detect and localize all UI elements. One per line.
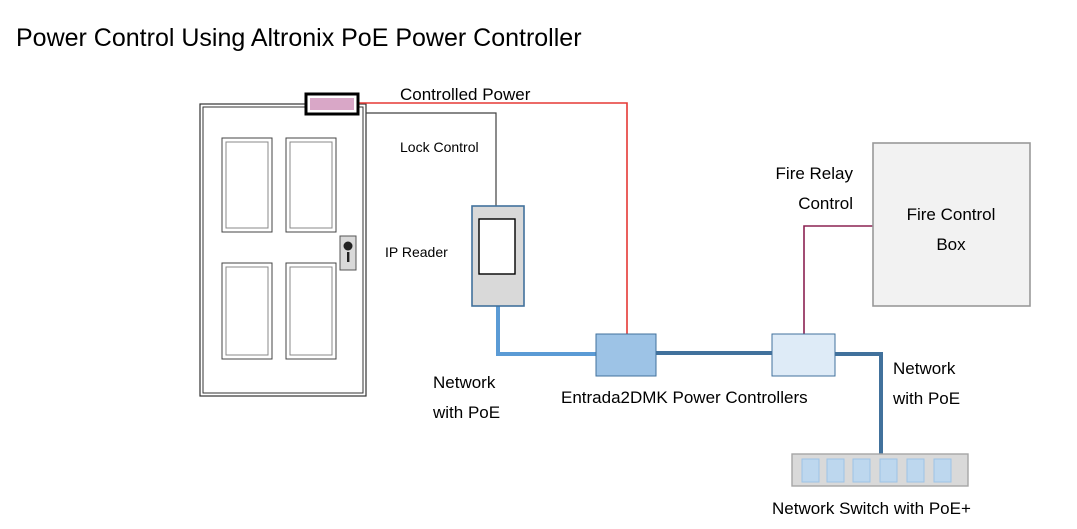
fire-relay-label-line2: Control bbox=[798, 194, 853, 213]
switch-port bbox=[852, 458, 871, 483]
network-switch bbox=[791, 453, 969, 487]
switch-port bbox=[933, 458, 952, 483]
reader-network-wire bbox=[496, 306, 596, 356]
switch-port bbox=[801, 458, 820, 483]
door-knob-icon bbox=[339, 235, 357, 271]
network-switch-label: Network Switch with PoE+ bbox=[772, 499, 971, 518]
ip-reader bbox=[471, 205, 525, 307]
electric-lock bbox=[304, 92, 360, 116]
switch-port bbox=[906, 458, 925, 483]
door-panel bbox=[285, 262, 337, 360]
diagram-title: Power Control Using Altronix PoE Power C… bbox=[16, 24, 582, 52]
network-left-label-line2: with PoE bbox=[432, 403, 500, 422]
door bbox=[199, 103, 367, 397]
door-panel bbox=[221, 262, 273, 360]
fire-box-label-line2: Box bbox=[936, 235, 966, 254]
fire-relay-label-line1: Fire Relay bbox=[776, 164, 854, 183]
network-right-label-line2: with PoE bbox=[892, 389, 960, 408]
power-controllers-label: Entrada2DMK Power Controllers bbox=[561, 388, 808, 407]
controlled-power-wire bbox=[358, 102, 628, 334]
fire-control-box bbox=[872, 142, 1031, 307]
switch-port bbox=[826, 458, 845, 483]
lock-control-label: Lock Control bbox=[400, 139, 479, 155]
network-right-label-line1: Network bbox=[893, 359, 956, 378]
fire-box-label-line1: Fire Control bbox=[907, 205, 996, 224]
entrada-power-controller bbox=[771, 333, 836, 377]
entrada-power-controller bbox=[595, 333, 657, 377]
door-panel bbox=[285, 137, 337, 233]
door-panel bbox=[221, 137, 273, 233]
switch-network-wire bbox=[835, 352, 883, 455]
fire-relay-wire bbox=[803, 225, 873, 334]
switch-port bbox=[879, 458, 898, 483]
network-left-label-line1: Network bbox=[433, 373, 496, 392]
lock-control-wire bbox=[366, 112, 497, 206]
controlled-power-label: Controlled Power bbox=[400, 85, 531, 104]
ip-reader-label: IP Reader bbox=[385, 244, 448, 260]
